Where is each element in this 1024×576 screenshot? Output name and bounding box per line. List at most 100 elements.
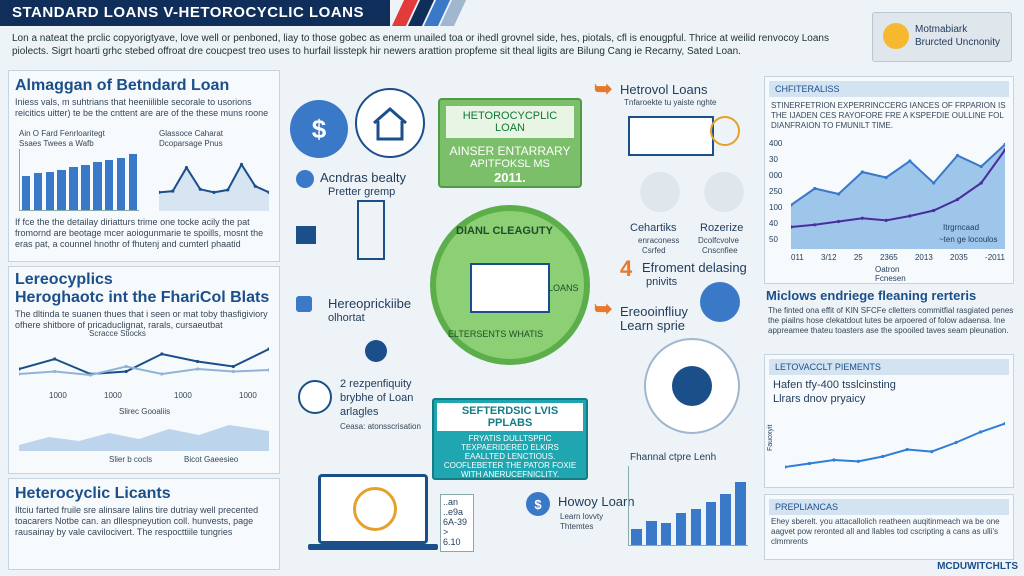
num-four-label: 4 (620, 256, 633, 281)
data-point-1 (785, 465, 787, 469)
chart-circle-icon (298, 380, 332, 414)
seal-bottom-text: ELTERSENTS WHATIS (448, 329, 544, 339)
rozerize-2: Dcolfcvolve (698, 236, 739, 245)
green-line-1: AINSER ENTARRARY (449, 144, 571, 158)
standard-loan-panel: Almaggan of Betndard Loan Iniess vals, m… (8, 70, 280, 262)
x-tick-7: -2011 (985, 253, 1005, 262)
laptop-line-3: 6A-39 > (443, 517, 468, 537)
series-area (159, 164, 269, 211)
series-line (785, 422, 1005, 468)
data-point-2 (813, 186, 817, 191)
section-text-standard: Iniess vals, m suhtrians that heeniilibl… (15, 97, 269, 118)
bar-9 (116, 157, 126, 210)
legend-a: Slier b cocls (109, 455, 153, 464)
brand-line-1: Motmabiark (915, 24, 968, 35)
seal-badge: DIANL CLEAGUTY LOANS ELTERSENTS WHATIS (430, 205, 590, 365)
y-tick-3: 000 (769, 171, 783, 180)
growth-chart-panel: LETOVACCLT PIEMENTS Hafen tfy-400 tsslci… (764, 354, 1014, 488)
chart1-title: Ain O Fard Fenrloaritegt (19, 129, 105, 138)
teal-line-1: FRYATIS DULLTSPFIC (468, 434, 552, 443)
location-icon (365, 340, 387, 362)
section-foot-standard: If fce the the detailay diriatturs trime… (15, 217, 264, 249)
series-area (791, 144, 1005, 249)
y-tick-2: 30 (769, 155, 778, 164)
cehartiks-3: Csrfed (642, 246, 666, 255)
bar-3 (660, 522, 672, 545)
data-point-8 (955, 153, 960, 158)
data-point-10 (1003, 422, 1005, 426)
hetrovol-sub: Tnfaroekte tu yaiste nghte (624, 98, 717, 107)
green-line-2: APITFOKSL MS (470, 158, 550, 170)
growth-y-axis: Fauoxyit (767, 424, 774, 451)
globe-icon (644, 338, 740, 434)
teal-title: SEFTERDSIC LVIS PPLABS (437, 403, 583, 431)
data-point-4 (198, 187, 202, 191)
data-point-1 (791, 203, 793, 207)
laptop-line-1: ..an (443, 497, 459, 507)
ereooin-sub: Learn sprie (620, 318, 686, 333)
efroment-sub: pnivits (646, 276, 678, 288)
hetero-panel: Lereocyplics Heroghaotc int the FhariCol… (8, 266, 280, 474)
data-point-7 (239, 162, 244, 167)
data-point-6 (226, 188, 230, 192)
tick-1: 1000 (49, 391, 67, 400)
bar-chart-bottom (628, 466, 748, 546)
arrow-icon-orange: ➥ (594, 76, 613, 101)
growth-chart-title: Hafen tfy-400 tsslcinsting (773, 379, 896, 391)
chart2-sub: Dcoparsage Pnus (159, 139, 223, 148)
data-point-7 (231, 369, 235, 374)
arrow-icon-orange-2: ➥ (594, 296, 613, 321)
bar-6 (81, 164, 90, 210)
data-point-3 (184, 166, 189, 170)
dollar-hand-icon: $ (290, 100, 348, 158)
growth-chart-sub: Llrars dnov pryaicy (773, 393, 866, 405)
hetero-loan-card: HETOROCYCPLIC LOAN AINSER ENTARRARY APIT… (438, 98, 582, 188)
data-point-5 (212, 190, 216, 194)
right-text-3: Ehey sberelt. you attacallolich reatheen… (771, 517, 1000, 546)
series-line (19, 348, 269, 376)
x-ticks-right: 011 3/12 25 2365 2013 2035 -2011 (791, 253, 1005, 262)
data-point-2 (171, 189, 175, 193)
brand-box: Motmabiark Brurcted Uncnonity (872, 12, 1012, 62)
area-chart-4 (19, 425, 269, 451)
hetero-bible-label: Hereoprickiibe (328, 296, 412, 311)
hetrovol-label: Hetrovol Loans (620, 82, 708, 97)
right-section-text: The finted ona effit of KIN SFCFe cllett… (768, 306, 1014, 335)
growth-line-chart (785, 422, 1005, 469)
data-point-7 (231, 364, 235, 369)
x-axis-label: Oatron (875, 265, 900, 274)
x-tick-4: 2365 (879, 253, 898, 262)
bar-1 (21, 176, 31, 210)
data-point-6 (195, 359, 200, 364)
data-point-7 (932, 181, 936, 185)
check-icon (296, 170, 314, 188)
x-tick-1: 011 (791, 253, 804, 262)
data-point-2 (53, 357, 57, 361)
line-chart-2 (159, 162, 269, 211)
y-tick-5: 100 (769, 203, 783, 212)
data-point-5 (884, 218, 888, 222)
teal-line-3: EAALLTED LENCTIOUS. (464, 452, 556, 461)
data-point-9 (978, 430, 983, 434)
chart3-legend: Scracce Stiocks (89, 329, 146, 338)
section-title-standard: Almaggan of Betndard Loan (15, 77, 230, 94)
bar-7 (93, 162, 102, 210)
person-icon (704, 172, 744, 212)
data-point-3 (88, 373, 93, 377)
chart-right-panel: CHFITERALISS STINERFETRION EXPERRINCCERG… (764, 76, 1014, 284)
data-point-6 (908, 214, 912, 218)
bar-8 (105, 159, 114, 210)
section-title-lereocyplics: Lereocyplics (15, 271, 113, 288)
data-point-6 (195, 367, 200, 371)
hetero-loan-title: HETOROCYCPLIC LOAN (446, 106, 574, 138)
data-point-6 (908, 159, 912, 163)
howoy-sub: Learn lovvty (560, 512, 604, 521)
data-point-1 (19, 372, 21, 376)
laptop-line-4: 6.10 (443, 537, 461, 547)
seal-side-text: LOANS (548, 283, 579, 293)
data-point-1 (19, 367, 21, 371)
page-title: STANDARD LOANS V-HETOROCYCLIC LOANS (0, 0, 390, 26)
data-point-9 (979, 181, 983, 185)
bar-5 (69, 167, 78, 210)
data-point-7 (930, 450, 934, 454)
